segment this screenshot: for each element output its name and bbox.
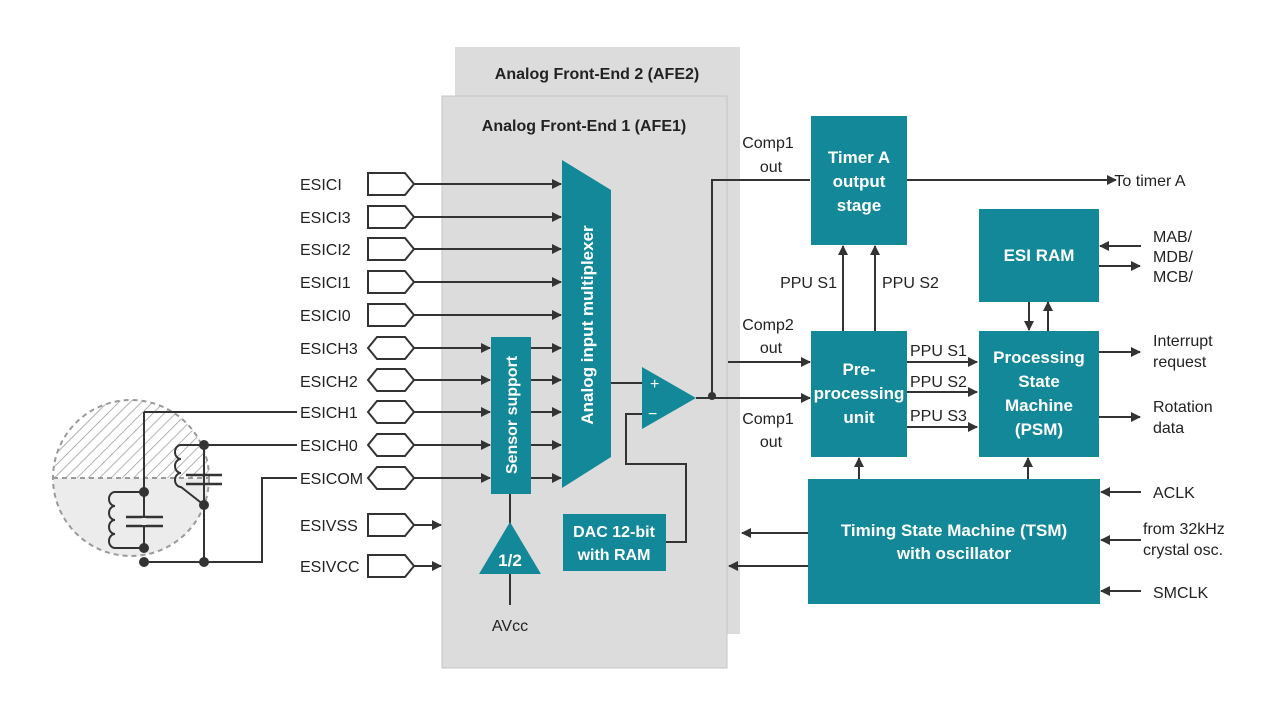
pin-label-esicom: ESICOM [300,471,363,488]
pin-esich3 [366,336,416,360]
ppu-s1-up-label: PPU S1 [780,275,837,292]
crystal-line1: from 32kHz [1143,521,1225,538]
pin-esich1 [366,400,416,424]
pin-esici3 [367,205,416,229]
divider-label: 1/2 [498,551,522,570]
comp1-out-top-line2: out [760,159,783,176]
tsm-line1: Timing State Machine (TSM) [841,521,1067,540]
pin-label-esich2: ESICH2 [300,374,358,391]
comp1-out-bottom-line2: out [760,434,783,451]
pin-esivss [367,513,416,537]
timer-a-output-stage-block [811,116,907,245]
ppu-s2-up-label: PPU S2 [882,275,939,292]
comparator-plus: + [650,376,659,393]
pin-esici [367,172,416,196]
smclk-label: SMCLK [1153,585,1208,602]
pin-label-esici3: ESICI3 [300,210,351,227]
tsm-line2: with oscillator [896,544,1012,563]
comp2-out-line1: Comp2 [742,317,794,334]
rotation-sensor [52,399,210,557]
comp1-out-top-line1: Comp1 [742,135,794,152]
pin-label-esivcc: ESIVCC [300,559,360,576]
dac-block [563,514,666,571]
timer-a-line2: output [833,172,886,191]
esi-ram-label: ESI RAM [1004,246,1075,265]
rotation-line2: data [1153,420,1184,437]
pin-label-esici1: ESICI1 [300,275,351,292]
dac-label-line2: with RAM [577,547,651,564]
interrupt-line2: request [1153,354,1207,371]
bus-label-mcb: MCB/ [1153,269,1194,286]
pin-label-esici2: ESICI2 [300,242,351,259]
ppu-line3: unit [843,408,874,427]
pin-esici1 [367,270,416,294]
bus-label-mab: MAB/ [1153,229,1193,246]
pin-esicom [366,466,416,490]
ppu-line2: processing [814,384,905,403]
timer-a-line1: Timer A [828,148,890,167]
psm-line3: Machine [1005,396,1073,415]
timing-state-machine-block [808,479,1100,604]
processing-state-machine-block [979,331,1099,457]
pin-esich2 [366,368,416,392]
crystal-line2: crystal osc. [1143,542,1223,559]
sensor-support-block [491,337,531,494]
to-timer-a-label: To timer A [1114,173,1185,190]
comp1-out-bottom-line1: Comp1 [742,411,794,428]
pin-label-esivss: ESIVSS [300,518,358,535]
ppu-s1-label: PPU S1 [910,343,967,360]
interrupt-line1: Interrupt [1153,333,1213,350]
comparator-minus: − [648,406,657,423]
pin-shapes [366,172,416,578]
afe2-title: Analog Front-End 2 (AFE2) [495,66,699,83]
pin-esici2 [367,237,416,261]
rotation-line1: Rotation [1153,399,1213,416]
input-wires [414,179,562,571]
preprocessing-unit-block [811,331,907,457]
input-pins: ESICI ESICI3 ESICI2 ESICI1 ESICI0 ESICH3… [300,177,363,576]
pin-esich0 [366,433,416,457]
comp2-out-line2: out [760,340,783,357]
ppu-line1: Pre- [842,360,875,379]
afe1-title: Analog Front-End 1 (AFE1) [482,118,686,135]
esi-ram-block [979,209,1099,302]
dac-label-line1: DAC 12-bit [573,524,655,541]
ppu-s3-label: PPU S3 [910,408,967,425]
pin-label-esici0: ESICI0 [300,308,351,325]
voltage-divider [479,522,541,574]
pin-label-esich0: ESICH0 [300,438,358,455]
mux-label: Analog input multiplexer [578,225,597,425]
sensor-support-label: Sensor support [504,355,521,474]
avcc-label: AVcc [492,618,528,635]
bus-label-mdb: MDB/ [1153,249,1194,266]
psm-line2: State [1018,372,1060,391]
analog-input-multiplexer [562,160,611,488]
psm-line4: (PSM) [1015,420,1063,439]
timer-a-line3: stage [837,196,881,215]
pin-label-esich1: ESICH1 [300,405,358,422]
pin-label-esici: ESICI [300,177,342,194]
pin-esici0 [367,303,416,327]
psm-line1: Processing [993,348,1085,367]
pin-esivcc [367,554,416,578]
lc-tank-circuits [108,411,297,567]
comparator [642,367,696,429]
pin-label-esich3: ESICH3 [300,341,358,358]
aclk-label: ACLK [1153,485,1195,502]
ppu-s2-label: PPU S2 [910,374,967,391]
